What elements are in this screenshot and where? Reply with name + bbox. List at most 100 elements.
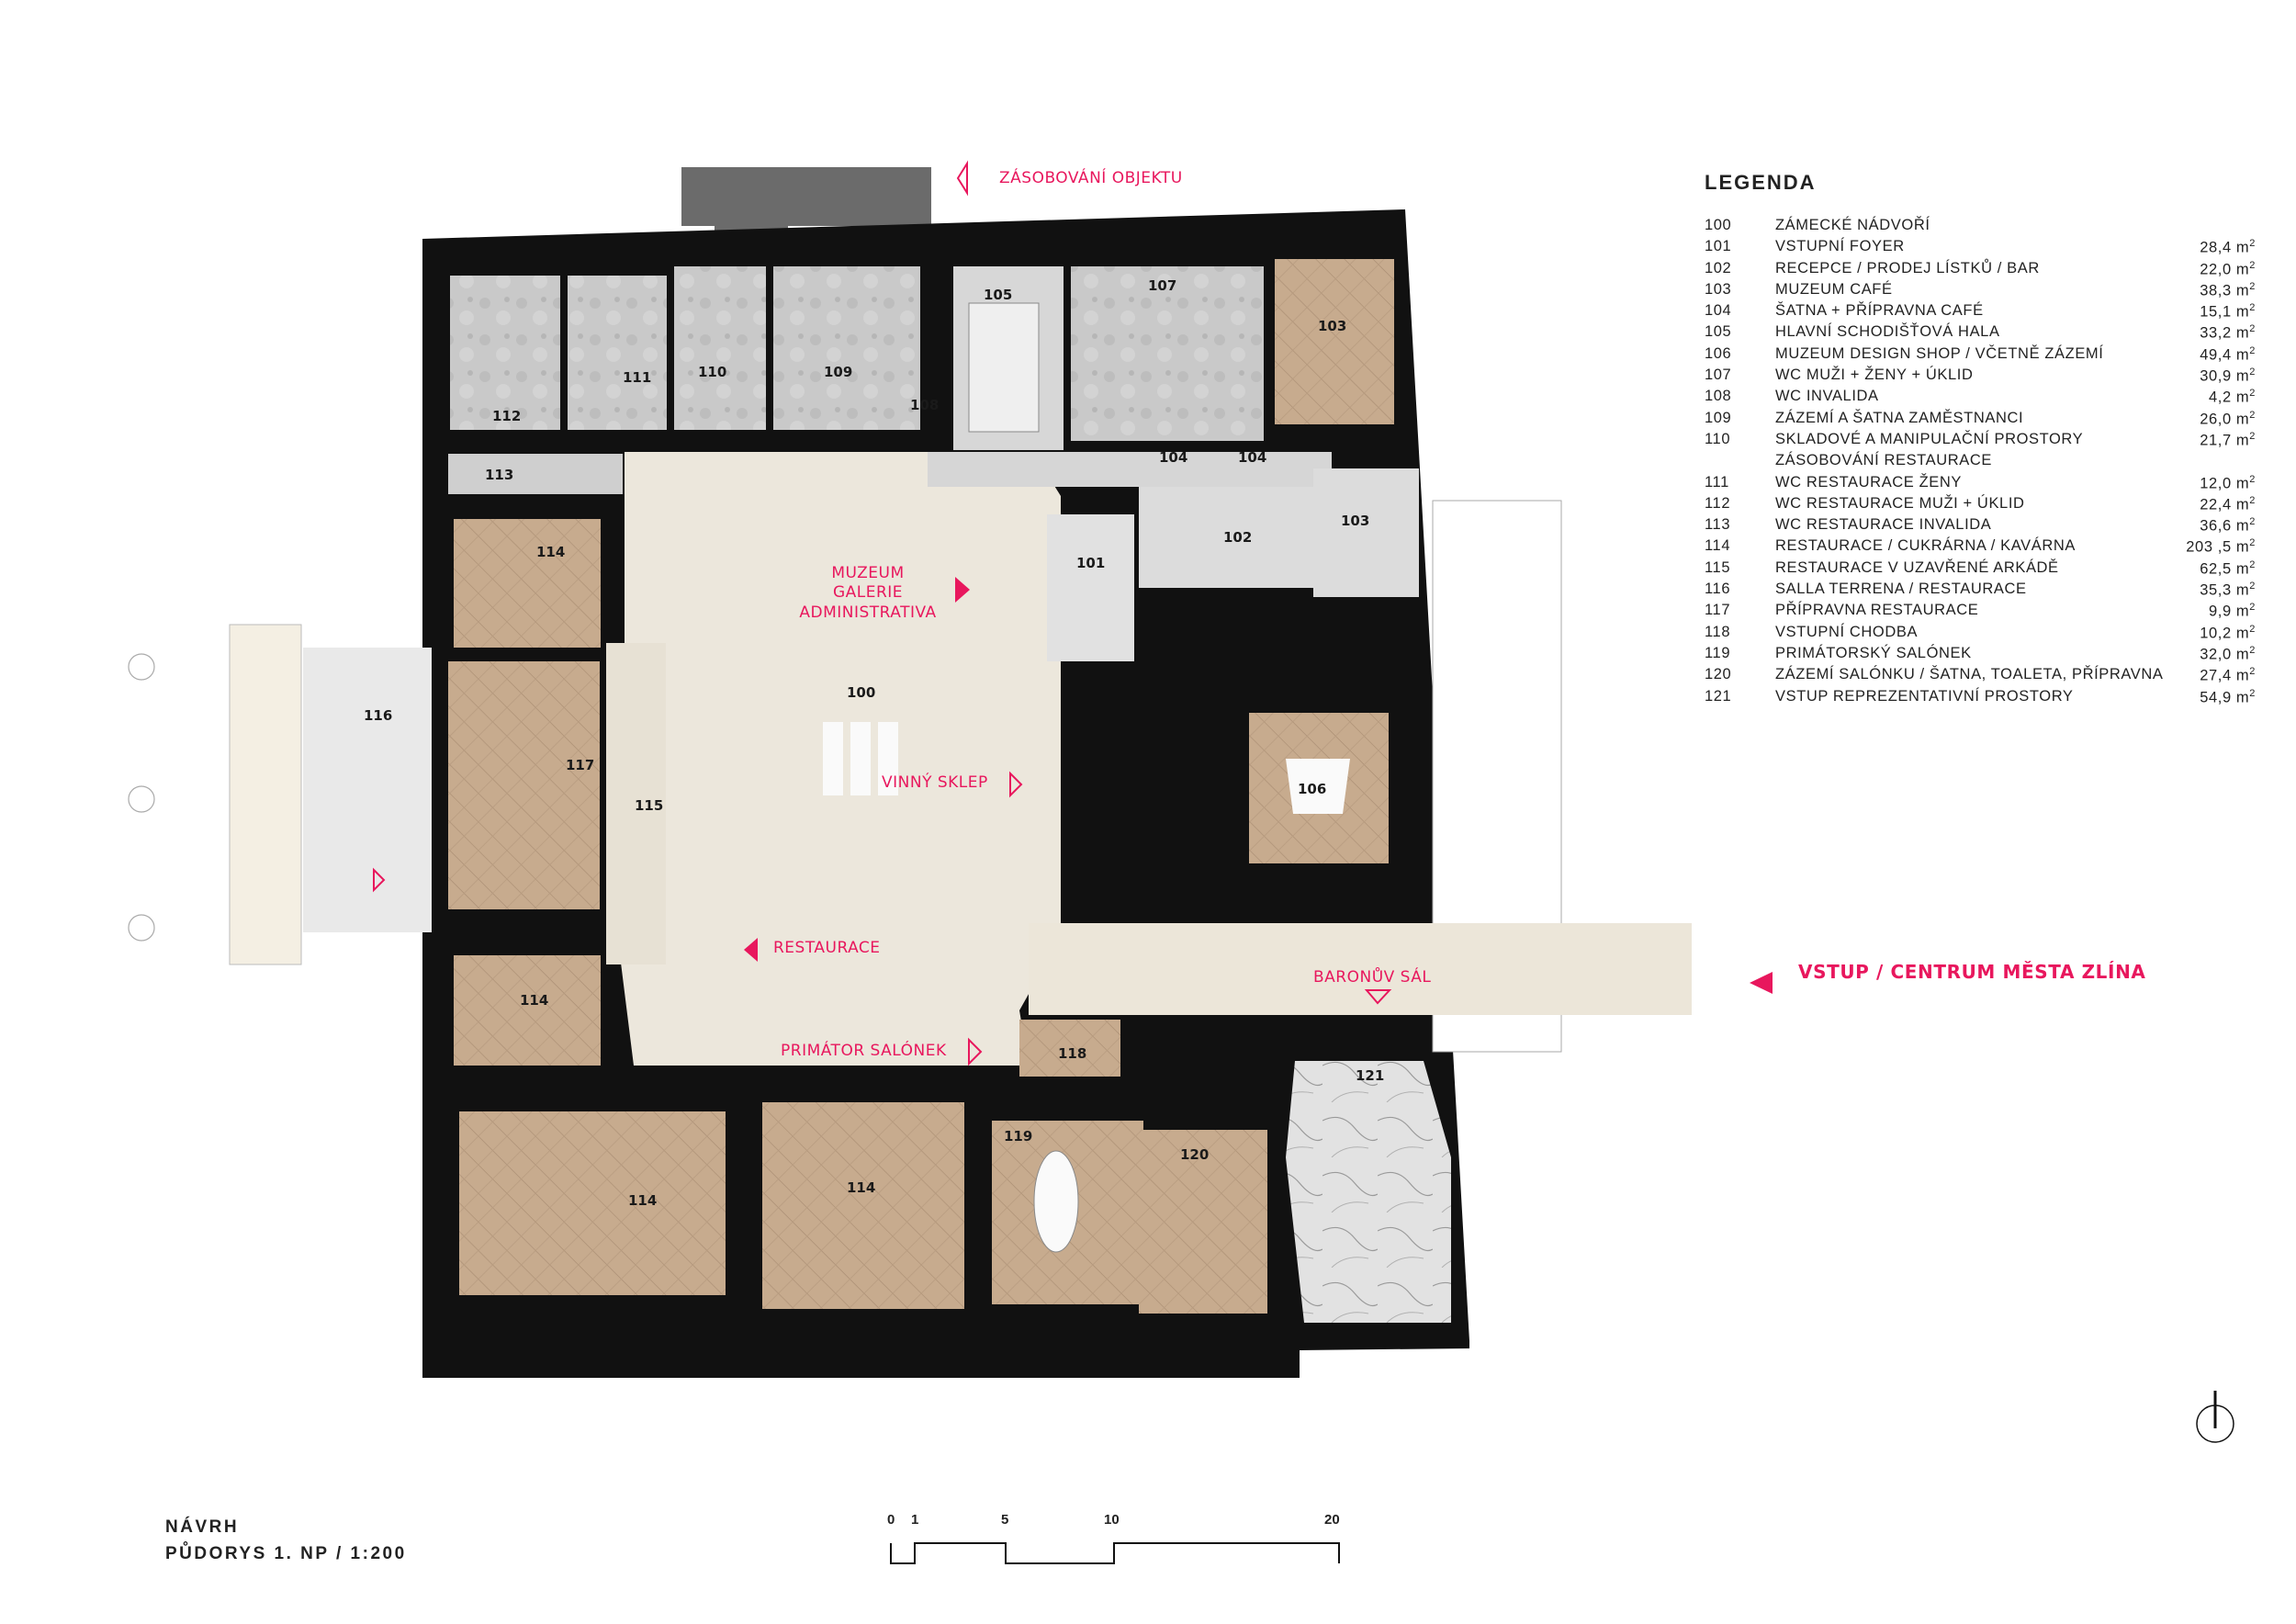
legend-room-area: 26,0 m2 <box>2200 409 2256 428</box>
room-117 <box>448 661 600 909</box>
room-120 <box>1139 1130 1267 1314</box>
legend-room-name: SKLADOVÉ A MANIPULAČNÍ PROSTORY <box>1775 430 2084 447</box>
scale-label-20: 20 <box>1324 1512 1340 1528</box>
legend-room-name: RESTAURACE / CUKRÁRNA / KAVÁRNA <box>1775 537 2076 555</box>
legend-room-area: 36,6 m2 <box>2200 516 2256 535</box>
room-109 <box>773 266 920 430</box>
legend-room-area: 22,0 m2 <box>2200 259 2256 278</box>
legend-room-name: RESTAURACE V UZAVŘENÉ ARKÁDĚ <box>1775 558 2059 576</box>
legend-room-number: 119 <box>1705 644 1731 661</box>
legend-room-area: 32,0 m2 <box>2200 644 2256 663</box>
room-number-117: 117 <box>566 757 595 773</box>
legend-room-area: 21,7 m2 <box>2200 430 2256 449</box>
legend-room-area: 27,4 m2 <box>2200 666 2256 684</box>
legend-room-area: 12,0 m2 <box>2200 473 2256 492</box>
legend-room-name: PRIMÁTORSKÝ SALÓNEK <box>1775 644 1972 661</box>
room-number-106: 106 <box>1298 781 1327 797</box>
label-museum-line-3: ADMINISTRATIVA <box>799 603 937 622</box>
label-restaurant: RESTAURACE <box>773 939 881 957</box>
room-number-120: 120 <box>1180 1146 1210 1163</box>
legend-room-name: HLAVNÍ SCHODIŠŤOVÁ HALA <box>1775 323 2000 341</box>
bushes <box>128 653 155 942</box>
legend-room-number: 121 <box>1705 687 1732 705</box>
room-number-119: 119 <box>1004 1128 1033 1145</box>
loading-dock <box>681 167 931 226</box>
label-entrance: VSTUP / CENTRUM MĚSTA ZLÍNA <box>1798 961 2146 983</box>
room-114-north <box>454 519 601 648</box>
legend-room-number: 107 <box>1705 367 1732 384</box>
room-106-display <box>1286 759 1350 814</box>
room-114-sw <box>459 1111 726 1295</box>
room-110 <box>674 266 766 430</box>
room-number-114a: 114 <box>536 544 566 560</box>
room-number-107: 107 <box>1148 277 1177 294</box>
legend-row: 119 PRIMÁTORSKÝ SALÓNEK 32,0 m2 <box>1705 645 2256 666</box>
legend-room-area: 35,3 m2 <box>2200 581 2256 599</box>
table-119 <box>1033 1150 1079 1253</box>
entrance-corridor <box>1029 923 1692 1015</box>
legend-room-number: 109 <box>1705 409 1732 426</box>
room-number-114b: 114 <box>520 992 549 1009</box>
scale-label-5: 5 <box>1001 1512 1009 1528</box>
legend-room-area: 54,9 m2 <box>2200 687 2256 706</box>
courtyard-table-3 <box>878 722 898 795</box>
legend-room-name: WC MUŽI + ŽENY + ÚKLID <box>1775 367 1974 384</box>
room-number-118: 118 <box>1058 1045 1087 1062</box>
label-museum-line-1: MUZEUM <box>831 564 905 582</box>
room-number-111: 111 <box>623 369 652 386</box>
corridor-118 <box>1019 1020 1120 1077</box>
legend-room-area: 22,4 m2 <box>2200 494 2256 513</box>
legend-room-number: 120 <box>1705 666 1732 683</box>
label-supply: ZÁSOBOVÁNÍ OBJEKTU <box>999 169 1183 187</box>
legend-room-area: 38,3 m2 <box>2200 280 2256 299</box>
drawing-title-line-1: NÁVRH <box>165 1517 240 1537</box>
room-107 <box>1071 266 1264 441</box>
room-number-113: 113 <box>485 467 514 483</box>
legend-room-name: ZÁZEMÍ SALÓNKU / ŠATNA, TOALETA, PŘÍPRAV… <box>1775 666 2164 683</box>
legend-room-name: SALLA TERRENA / RESTAURACE <box>1775 581 2027 598</box>
legend-room-number: 112 <box>1705 494 1731 512</box>
drawing-title: NÁVRH PŮDORYS 1. NP / 1:200 <box>165 1514 407 1568</box>
legend-row: 109 ZÁZEMÍ A ŠATNA ZAMĚSTNANCI 26,0 m2 <box>1705 410 2256 431</box>
courtyard-table-1 <box>823 722 843 795</box>
room-number-104a: 104 <box>1159 449 1188 466</box>
room-116 <box>303 648 432 932</box>
room-number-110: 110 <box>698 364 727 380</box>
legend-room-area: 28,4 m2 <box>2200 238 2256 256</box>
room-114-west <box>454 955 601 1066</box>
room-number-112: 112 <box>492 408 522 424</box>
scale-label-1: 1 <box>911 1512 919 1528</box>
room-number-108: 108 <box>910 397 940 413</box>
legend-title: LEGENDA <box>1705 171 1817 194</box>
room-number-103a: 103 <box>1318 318 1347 334</box>
stair-105 <box>968 302 1040 433</box>
room-103-east <box>1313 468 1419 597</box>
legend-room-name: ŠATNA + PŘÍPRAVNA CAFÉ <box>1775 302 1984 320</box>
room-121 <box>1286 1061 1451 1323</box>
room-number-104b: 104 <box>1238 449 1267 466</box>
legend-room-name: VSTUPNÍ CHODBA <box>1775 623 1919 640</box>
legend-room-number: 114 <box>1705 537 1731 555</box>
room-number-109: 109 <box>824 364 853 380</box>
legend-room-number: 108 <box>1705 388 1732 405</box>
room-number-103b: 103 <box>1341 513 1370 529</box>
room-number-100: 100 <box>847 684 876 701</box>
legend-room-name: ZÁSOBOVÁNÍ RESTAURACE <box>1775 452 1993 469</box>
room-114-s <box>762 1102 964 1309</box>
room-number-114d: 114 <box>847 1179 876 1196</box>
room-103-top <box>1275 259 1394 424</box>
legend-room-number: 105 <box>1705 323 1732 341</box>
legend-room-name: WC INVALIDA <box>1775 388 1879 405</box>
legend-room-name: ZÁZEMÍ A ŠATNA ZAMĚSTNANCI <box>1775 409 2024 426</box>
